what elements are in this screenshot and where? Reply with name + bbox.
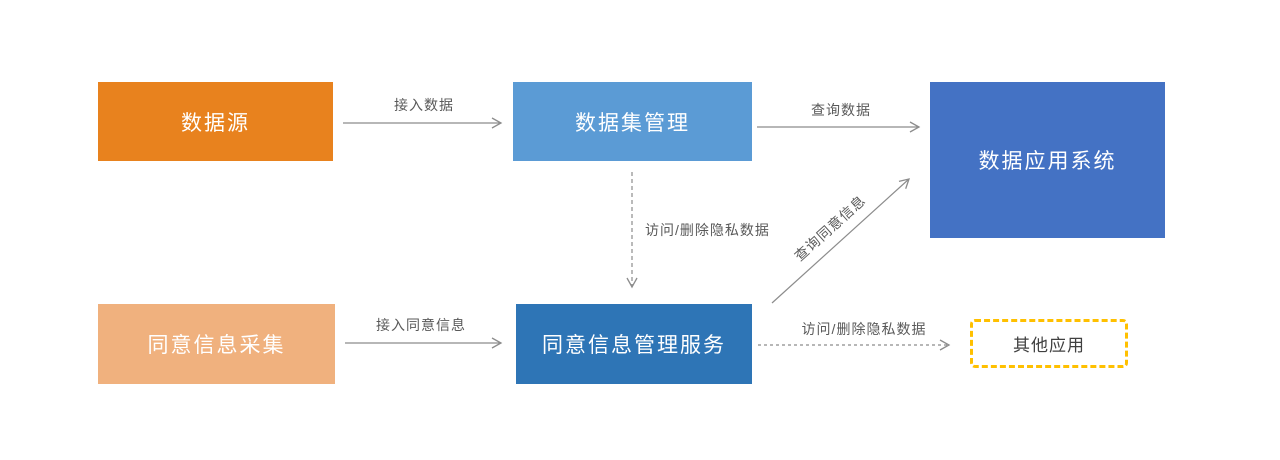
node-data-application-system-label: 数据应用系统 [978,150,1117,173]
node-consent-info-management-service: 同意信息管理服务 [516,304,752,384]
arrow-query-consent [771,178,910,304]
node-dataset-management-label: 数据集管理 [575,111,690,135]
node-data-application-system: 数据应用系统 [930,82,1165,238]
node-data-source: 数据源 [98,82,333,161]
node-consent-info-management-service-label: 同意信息管理服务 [542,334,726,357]
node-other-applications: 其他应用 [970,319,1128,368]
node-data-source-label: 数据源 [181,111,250,135]
node-consent-info-collection: 同意信息采集 [98,304,335,384]
node-other-applications-label: 其他应用 [1013,336,1085,355]
edge-label-ingest-consent: 接入同意信息 [376,317,466,333]
node-dataset-management: 数据集管理 [513,82,752,161]
edge-label-query-data: 查询数据 [811,102,871,118]
edge-label-access-delete-private-down: 访问/删除隐私数据 [645,222,770,238]
edge-label-access-delete-private-right: 访问/删除隐私数据 [801,321,927,337]
edge-label-ingest-data: 接入数据 [394,97,454,113]
node-consent-info-collection-label: 同意信息采集 [147,334,286,357]
